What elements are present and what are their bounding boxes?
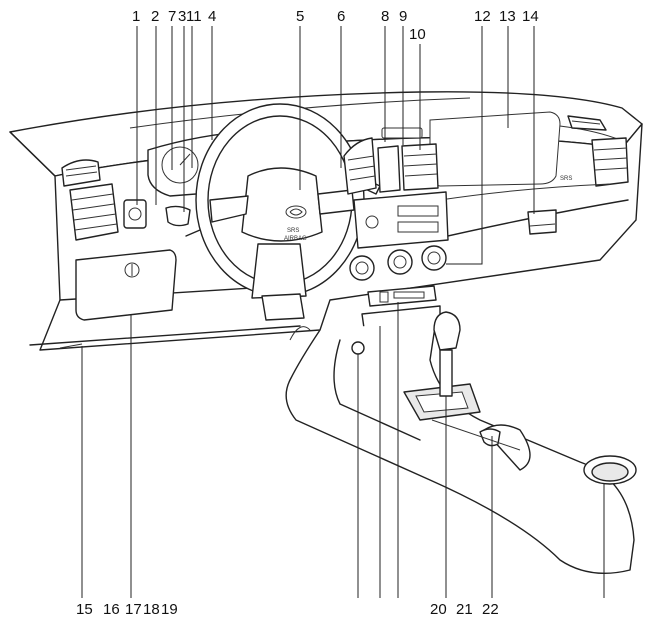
callout-9: 9: [399, 8, 407, 25]
callout-19: 19: [161, 601, 178, 618]
airbag-sub-label: AIRBAG: [284, 236, 307, 242]
center-stack: [343, 127, 449, 329]
callout-20: 20: [430, 601, 447, 618]
left-switch-panel: [123, 199, 191, 229]
callout-6: 6: [337, 8, 345, 25]
left-side-vent: [61, 159, 119, 241]
callout-4: 4: [208, 8, 216, 25]
lower-left-storage: [75, 249, 177, 321]
airbag-srs-label: SRS: [287, 228, 299, 234]
steering-wheel: SRS AIRBAG: [195, 103, 365, 321]
leader-12: [446, 26, 483, 265]
callout-8: 8: [381, 8, 389, 25]
right-side-vent: [567, 115, 629, 187]
passenger-srs-label: SRS: [560, 176, 572, 182]
callout-numbers-bottom: 15 16 17 18 19 20 21 22: [76, 601, 499, 618]
callout-16: 16: [103, 601, 120, 618]
callout-22: 22: [482, 601, 499, 618]
callout-numbers-top: 1 2 7 3 11 4 5 6 8 9 10 12 13 14: [132, 8, 539, 43]
callout-5: 5: [296, 8, 304, 25]
callout-11: 11: [186, 8, 202, 25]
callout-18: 18: [143, 601, 160, 618]
callout-10: 10: [409, 26, 426, 43]
leader-lines: [81, 26, 605, 598]
callout-21: 21: [456, 601, 473, 618]
callout-13: 13: [499, 8, 516, 25]
callout-15: 15: [76, 601, 93, 618]
callout-7: 7: [168, 8, 176, 25]
callout-2: 2: [151, 8, 159, 25]
glove-box: [439, 183, 611, 235]
callout-14: 14: [522, 8, 539, 25]
center-console: [285, 311, 637, 575]
passenger-airbag-panel: SRS: [429, 111, 572, 187]
callout-12: 12: [474, 8, 491, 25]
callout-1: 1: [132, 8, 140, 25]
callout-3: 3: [178, 8, 186, 25]
floor-lines: [59, 326, 311, 349]
callout-17: 17: [125, 601, 142, 618]
